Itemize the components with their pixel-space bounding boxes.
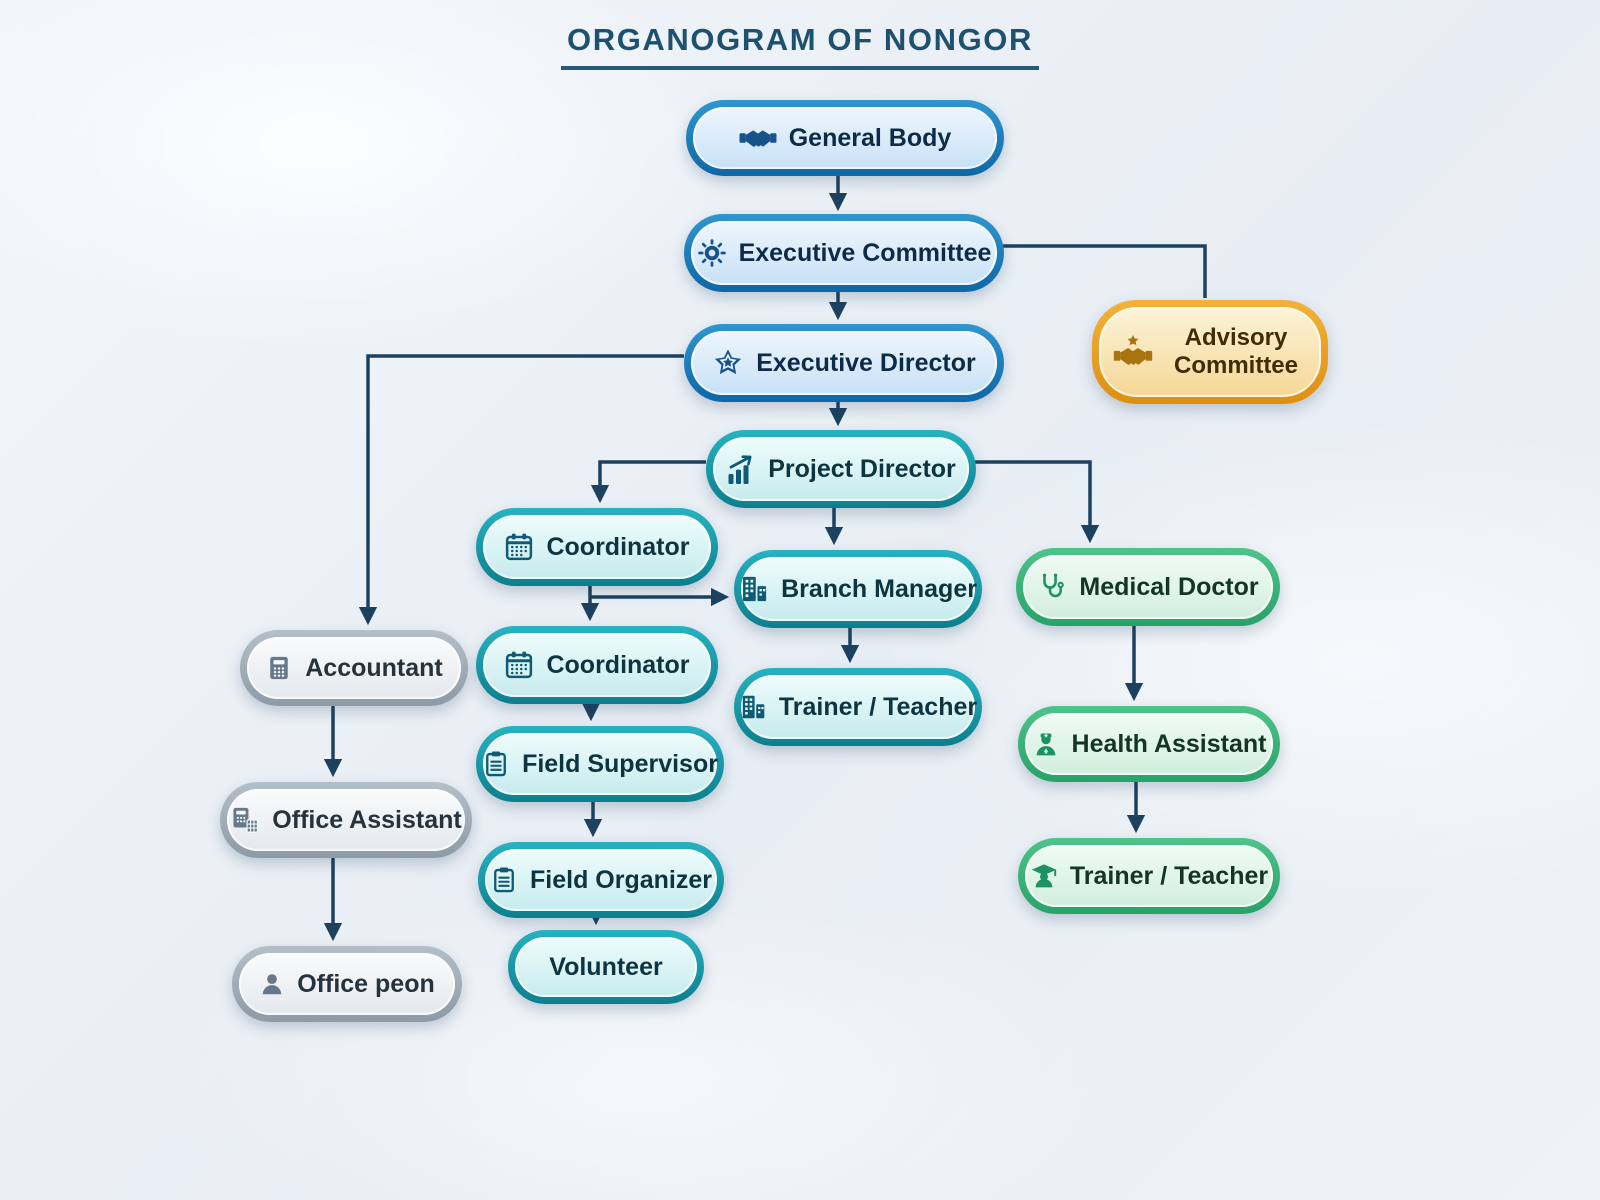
node-label: Accountant: [305, 653, 443, 682]
page-title: ORGANOGRAM OF NONGOR: [561, 22, 1039, 70]
handshake-icon: [739, 125, 777, 151]
node-label: Coordinator: [546, 532, 690, 561]
node-label: Volunteer: [549, 952, 663, 981]
node-label: Advisory Committee: [1173, 323, 1299, 379]
node-field-supervisor: Field Supervisor: [476, 726, 724, 802]
building-icon: [739, 574, 769, 604]
node-label: Executive Director: [756, 348, 976, 377]
node-coordinator-1: Coordinator: [476, 508, 718, 586]
node-coordinator-2: Coordinator: [476, 626, 718, 704]
node-advisory-committee: Advisory Committee: [1092, 300, 1328, 404]
node-executive-director: Executive Director: [684, 324, 1004, 402]
graduate-person-icon: [1030, 862, 1058, 890]
node-trainer-teacher-branch: Trainer / Teacher: [734, 668, 982, 746]
calculator-doc-icon: [230, 805, 260, 835]
handshake-star-icon: [1113, 335, 1153, 369]
growth-chart-icon: [726, 454, 756, 484]
node-label: General Body: [788, 123, 952, 152]
node-label: Coordinator: [546, 650, 690, 679]
title-wrap: ORGANOGRAM OF NONGOR: [0, 22, 1600, 70]
node-label: Field Supervisor: [522, 749, 718, 778]
node-branch-manager: Branch Manager: [734, 550, 982, 628]
node-label: Field Organizer: [530, 865, 712, 894]
node-health-assistant: Health Assistant: [1018, 706, 1280, 782]
edge-execcommittee-advisory: [990, 244, 1207, 298]
node-general-body: General Body: [686, 100, 1004, 176]
node-executive-committee: Executive Committee: [684, 214, 1004, 292]
gear-icon: [697, 238, 727, 268]
node-project-director: Project Director: [706, 430, 976, 508]
node-label: Medical Doctor: [1079, 572, 1259, 601]
edge-projectdirector-medicaldoctor: [962, 460, 1100, 544]
node-volunteer: Volunteer: [508, 930, 704, 1004]
node-office-peon: Office peon: [232, 946, 462, 1022]
node-label: Office Assistant: [272, 805, 462, 834]
node-office-assistant: Office Assistant: [220, 782, 472, 858]
node-label: Health Assistant: [1071, 729, 1267, 758]
clipboard-icon: [482, 750, 510, 778]
node-accountant: Accountant: [240, 630, 468, 706]
clipboard-icon: [490, 866, 518, 894]
building-icon: [739, 693, 767, 721]
node-label: Trainer / Teacher: [778, 692, 978, 721]
calendar-icon: [504, 532, 534, 562]
node-label: Office peon: [297, 969, 435, 998]
star-icon: [712, 347, 744, 379]
node-label: Project Director: [768, 454, 956, 483]
node-label: Trainer / Teacher: [1069, 861, 1269, 890]
node-label: Branch Manager: [781, 574, 977, 603]
medic-person-icon: [1032, 730, 1060, 758]
edge-execdirector-accountant: [358, 354, 684, 626]
node-label: Executive Committee: [738, 238, 992, 267]
calculator-icon: [265, 654, 293, 682]
edge-projectdirector-coordinator1: [590, 460, 706, 504]
node-field-organizer: Field Organizer: [478, 842, 724, 918]
stethoscope-icon: [1037, 572, 1067, 602]
node-trainer-teacher-health: Trainer / Teacher: [1018, 838, 1280, 914]
node-medical-doctor: Medical Doctor: [1016, 548, 1280, 626]
person-icon: [259, 971, 285, 997]
calendar-icon: [504, 650, 534, 680]
